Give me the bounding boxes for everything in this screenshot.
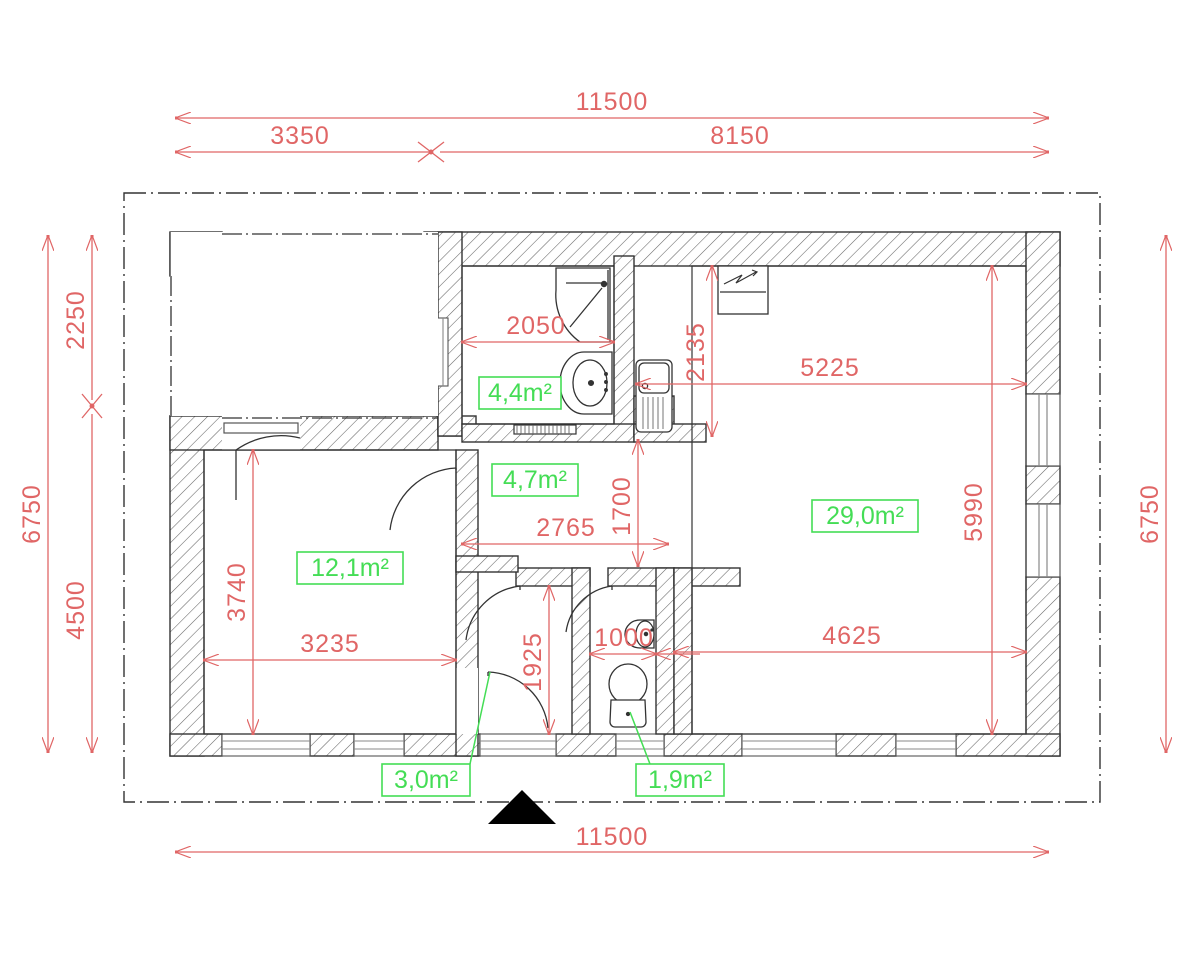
dimension-lines xyxy=(48,118,1166,852)
terrace-area xyxy=(169,232,438,419)
door-leaves xyxy=(519,586,613,590)
dim-text-right-overall: 6750 xyxy=(1136,484,1164,544)
dim-text-wc-width: 1000 xyxy=(594,624,654,652)
toilet-icon xyxy=(608,663,648,728)
dim-text-living-width: 5225 xyxy=(800,354,860,382)
entrance-marker-triangle xyxy=(488,790,556,824)
dim-text-bedroom-width: 3235 xyxy=(300,630,360,658)
site-boundary xyxy=(123,192,1101,803)
window-bottom-1 xyxy=(221,733,311,757)
window-bottom-4 xyxy=(615,733,665,757)
towel-radiator-icon xyxy=(513,424,577,435)
wall-top xyxy=(423,231,1061,267)
dim-text-top-right-seg: 8150 xyxy=(710,122,770,150)
shower-cabin-icon xyxy=(555,267,611,343)
window-bottom-3 xyxy=(479,733,557,757)
wall-right-pier xyxy=(1025,465,1061,505)
dim-text-bottom-overall: 11500 xyxy=(576,823,649,851)
window-bottom-6 xyxy=(895,733,957,757)
window-bottom-2 xyxy=(353,733,405,757)
wall-bottom-seg1 xyxy=(169,733,223,757)
door-swing-bedroom-terrace xyxy=(235,435,301,451)
area-value-corridor: 3,0m² xyxy=(394,766,458,794)
area-label-bathroom: 4,4m² xyxy=(478,376,562,410)
dim-text-top-overall: 11500 xyxy=(576,88,649,116)
door-swing-corridor xyxy=(465,585,521,641)
area-label-corridor: 3,0m² xyxy=(381,671,491,797)
room-outlines xyxy=(203,265,1027,735)
wall-left-exterior xyxy=(169,415,205,757)
area-labels: 4,4m² 4,7m² 29,0m² 12,1m² 3,0m² 1,9m² xyxy=(296,376,919,797)
window-bottom-5 xyxy=(741,733,837,757)
area-value-living: 29,0m² xyxy=(826,502,904,530)
wall-bottom-seg5 xyxy=(663,733,743,757)
outline-bedroom xyxy=(203,449,457,735)
area-value-bedroom: 12,1m² xyxy=(311,554,389,582)
wall-bottom-seg4 xyxy=(555,733,617,757)
window-right-upper xyxy=(1025,393,1061,467)
dimension-texts: 11500 3350 8150 11500 6750 2250 4500 675… xyxy=(18,88,1164,851)
dim-text-bath-width: 2050 xyxy=(506,312,566,340)
door-opening-corridor xyxy=(456,668,478,734)
dim-text-left-lower: 4500 xyxy=(62,580,90,640)
wall-bottom-seg6 xyxy=(835,733,897,757)
wall-hall-corridor-nib xyxy=(455,555,519,573)
wall-right-lower xyxy=(1025,576,1061,757)
wall-corridor-right xyxy=(571,567,591,735)
wall-wc-right xyxy=(655,567,675,735)
window-right-lower xyxy=(1025,503,1061,578)
washbasin-icon xyxy=(559,351,613,415)
outline-living xyxy=(691,265,1027,735)
wall-bath-right xyxy=(613,255,635,437)
dim-tick-top xyxy=(417,141,445,163)
wall-bottom-seg7 xyxy=(955,733,1061,757)
area-label-living: 29,0m² xyxy=(811,499,919,533)
dim-text-hall-right: 1700 xyxy=(608,476,636,536)
door-swing-bedroom-hall xyxy=(389,467,457,531)
area-value-bathroom: 4,4m² xyxy=(488,379,552,407)
wall-terrace-back xyxy=(169,415,439,451)
small-washbasin-icon xyxy=(624,619,655,649)
dim-tick-left xyxy=(81,393,103,419)
wall-bottom-seg2 xyxy=(309,733,355,757)
dim-text-left-upper: 2250 xyxy=(62,290,90,350)
wall-right-upper xyxy=(1025,231,1061,395)
dim-text-living-height: 5990 xyxy=(960,482,988,542)
outline-bathroom xyxy=(461,265,615,425)
door-swing-wc xyxy=(565,585,613,633)
dim-text-hall-width: 2765 xyxy=(536,514,596,542)
dim-text-kitchen-depth: 2135 xyxy=(682,322,710,382)
area-label-wc: 1,9m² xyxy=(629,711,725,797)
dim-text-left-overall: 6750 xyxy=(18,484,46,544)
dim-text-living-bottom: 4625 xyxy=(822,622,882,650)
dim-text-top-left-seg: 3350 xyxy=(270,122,330,150)
area-value-wc: 1,9m² xyxy=(648,766,712,794)
wall-living-left xyxy=(673,567,693,735)
stove-icon xyxy=(717,265,769,315)
area-label-hall: 4,7m² xyxy=(491,463,579,497)
kitchen-sink-icon xyxy=(635,359,673,433)
area-value-hall: 4,7m² xyxy=(503,466,567,494)
dim-text-corridor-height: 1925 xyxy=(519,632,547,692)
door-frame-bedroom-terrace xyxy=(223,422,299,434)
dim-text-bedroom-height: 3740 xyxy=(223,562,251,622)
area-label-bedroom: 12,1m² xyxy=(296,551,404,585)
